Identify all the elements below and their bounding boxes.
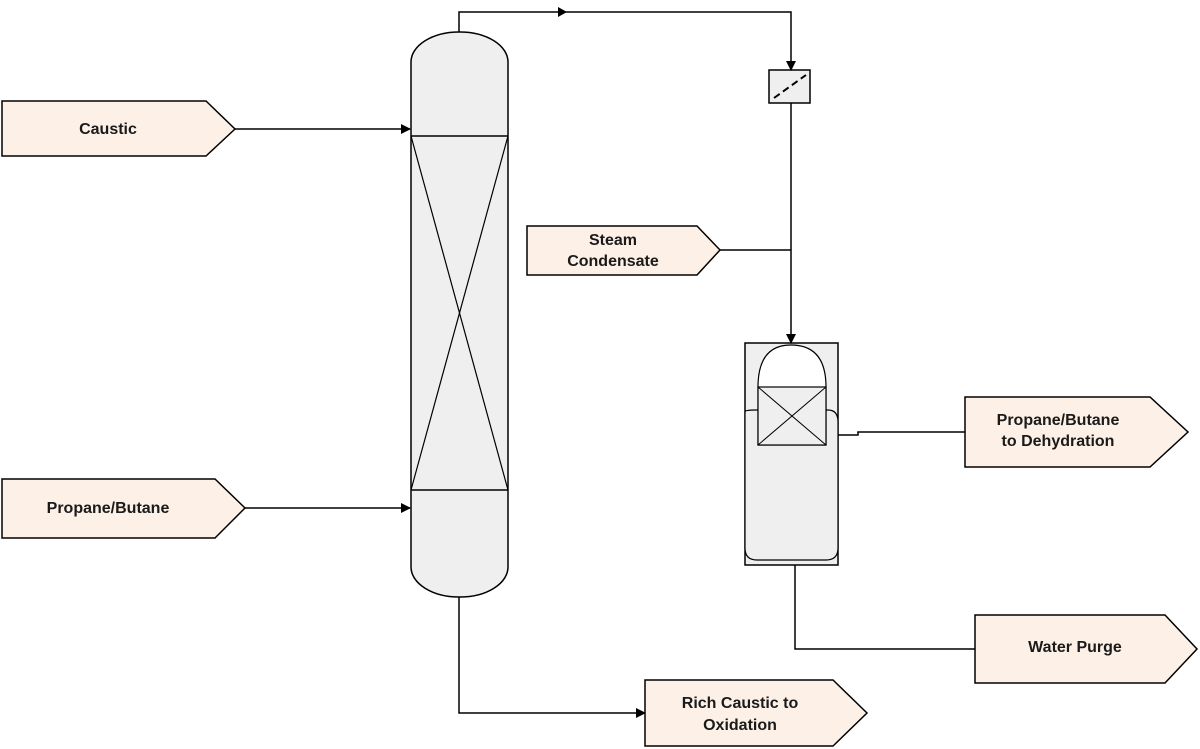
dehydration-label-line1: Propane/Butane — [997, 412, 1120, 429]
stream-rich-caustic: Rich Caustic to Oxidation — [644, 679, 869, 747]
coalescer-pad — [757, 386, 827, 446]
rich-caustic-label-line2: Oxidation — [703, 717, 777, 734]
rich-caustic-line — [458, 597, 646, 718]
stream-propane-butane-feed: Propane/Butane — [1, 478, 247, 539]
stream-propane-butane-dehydration: Propane/Butane to Dehydration — [964, 396, 1190, 468]
overhead-line — [458, 11, 796, 71]
inline-filter — [768, 69, 811, 104]
stream-steam-condensate: Steam Condensate — [526, 225, 722, 276]
water-wash-settler — [744, 342, 839, 566]
pipes — [235, 7, 975, 718]
stream-propane-butane-label: Propane/Butane — [47, 500, 170, 517]
caustic-absorber-column — [410, 31, 509, 598]
steam-condensate-label-line2: Condensate — [567, 253, 659, 270]
flow-direction-arrow — [558, 7, 567, 17]
product-line — [838, 431, 965, 436]
dehydration-label-line2: to Dehydration — [1002, 433, 1115, 450]
water-purge-label: Water Purge — [1028, 639, 1122, 656]
steam-condensate-label-line1: Steam — [589, 232, 637, 249]
stream-caustic: Caustic — [1, 100, 237, 157]
rich-caustic-label-line1: Rich Caustic to — [682, 695, 799, 712]
water-purge-line — [794, 565, 975, 650]
stream-water-purge: Water Purge — [974, 614, 1199, 684]
stream-caustic-label: Caustic — [79, 121, 137, 138]
packed-bed — [410, 135, 509, 491]
